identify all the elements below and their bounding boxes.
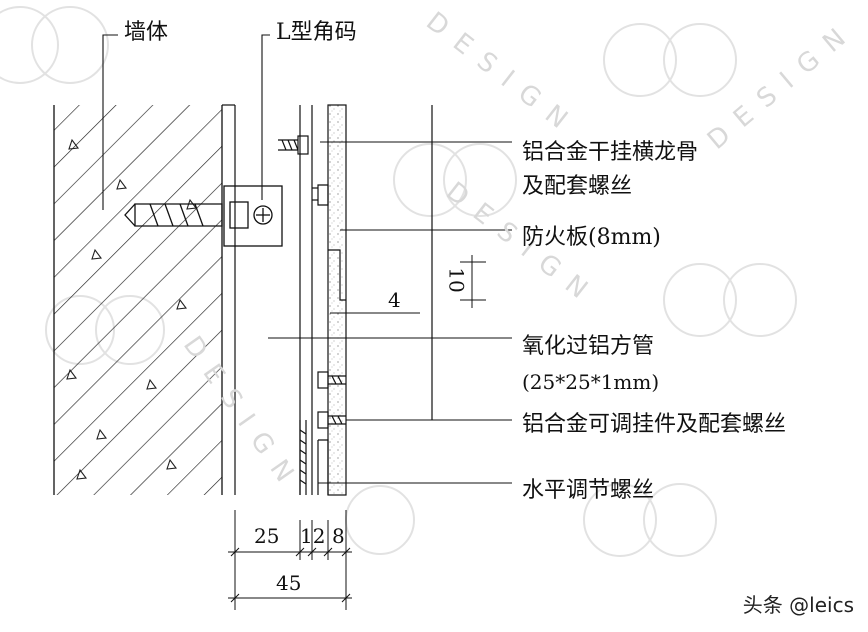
fireboard-section	[327, 104, 347, 496]
credit-text: 头条 @leics	[742, 593, 854, 617]
dimension-25: 25	[254, 524, 280, 548]
dimension-10: 10	[444, 267, 469, 293]
dimension-small	[330, 255, 486, 314]
dimension-bottom	[228, 510, 352, 610]
wall-section	[53, 105, 223, 495]
leader-lines	[102, 34, 512, 484]
label-tube-line1: 氧化过铝方管	[522, 334, 655, 359]
label-fireboard: 防火板(8mm)	[522, 225, 661, 250]
aluminum-keel	[312, 184, 329, 206]
label-leveling: 水平调节螺丝	[522, 478, 655, 503]
dimension-8: 8	[332, 524, 345, 548]
label-l-bracket: L型角码	[276, 20, 357, 45]
dimension-12: 12	[300, 524, 326, 548]
label-keel-line1: 铝合金干挂横龙骨	[522, 140, 699, 165]
label-hanger: 铝合金可调挂件及配套螺丝	[522, 412, 787, 437]
dimension-45: 45	[276, 571, 302, 595]
dimension-4: 4	[388, 288, 401, 312]
screws	[278, 135, 346, 495]
label-keel-line2: 及配套螺丝	[522, 174, 633, 199]
l-bracket-graphic	[223, 185, 283, 247]
label-tube-line2: (25*25*1mm)	[522, 370, 660, 394]
anchor-bolt	[124, 201, 249, 229]
label-wall: 墙体	[124, 20, 169, 45]
